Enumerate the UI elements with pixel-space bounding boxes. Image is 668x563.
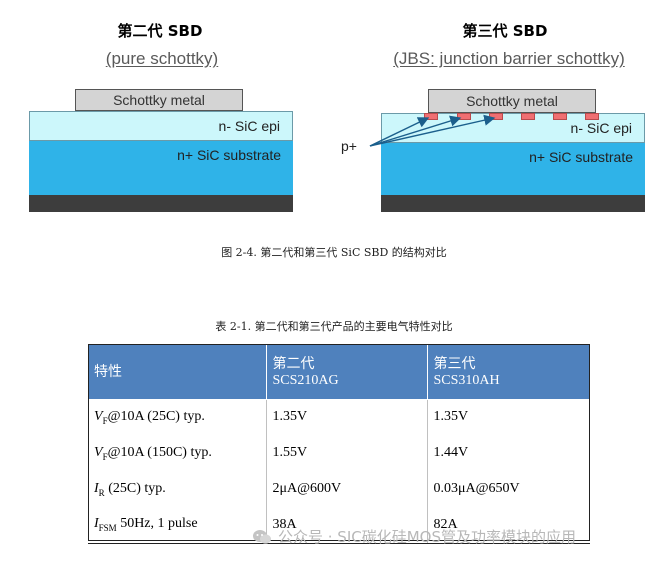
gen3-subtitle: (JBS: junction barrier schottky)	[393, 49, 625, 68]
pplus-arrow	[369, 115, 462, 147]
figure-caption: 图 2-4. 第二代和第三代 SiC SBD 的结构对比	[221, 246, 447, 259]
comparison-table: 特性 第二代 SCS210AG 第三代 SCS310AH VF@10A (25C…	[88, 344, 590, 544]
gen3-substrate-layer: n+ SiC substrate	[381, 143, 645, 195]
watermark-text: 公众号 · SIC碳化硅MOS管及功率模块的应用	[278, 528, 576, 546]
pplus-arrow	[369, 117, 430, 147]
watermark: 公众号 · SIC碳化硅MOS管及功率模块的应用	[252, 526, 576, 547]
wechat-icon	[253, 529, 271, 544]
gen3-schottky-metal: Schottky metal	[428, 89, 596, 113]
row-gen2-value: 1.55V	[266, 435, 428, 471]
header-gen3: 第三代 SCS310AH	[427, 344, 590, 400]
header-gen3-line1: 第三代	[433, 356, 476, 373]
pplus-arrow	[369, 114, 496, 147]
pplus-region	[585, 113, 599, 120]
param-symbol: I	[94, 480, 99, 496]
gen3-substrate-label: n+ SiC substrate	[529, 149, 633, 165]
row-characteristic: VF@10A (25C) typ.	[88, 399, 267, 435]
gen2-substrate-label: n+ SiC substrate	[177, 147, 281, 163]
param-subscript: R	[98, 487, 105, 498]
row-gen2-value: 2μA@600V	[266, 471, 428, 507]
gen2-title: 第二代 SBD	[117, 22, 203, 40]
param-symbol: V	[94, 444, 103, 460]
gen3-epi-label: n- SiC epi	[570, 120, 632, 136]
param-condition: @10A (25C) typ.	[107, 408, 205, 424]
gen2-backside-contact	[29, 195, 293, 212]
pplus-region	[424, 113, 438, 120]
row-gen3-value: 1.35V	[433, 409, 469, 425]
param-condition: (25C) typ.	[104, 480, 166, 496]
row-characteristic: VF@10A (150C) typ.	[88, 435, 267, 471]
table-row: IR (25C) typ. 2μA@600V 0.03μA@650V	[88, 471, 590, 507]
header-gen2: 第二代 SCS210AG	[266, 344, 428, 400]
param-subscript: FSM	[98, 523, 117, 534]
row-characteristic: IR (25C) typ.	[88, 471, 267, 507]
table-row: VF@10A (25C) typ. 1.35V 1.35V	[88, 399, 590, 435]
row-gen3-value: 0.03μA@650V	[433, 481, 520, 496]
gen2-substrate-layer: n+ SiC substrate	[29, 141, 293, 195]
header-characteristic-label: 特性	[94, 364, 122, 381]
row-gen2-value: 1.35V	[266, 399, 428, 435]
param-subscript: F	[102, 451, 108, 462]
gen2-epi-layer: n- SiC epi	[29, 111, 293, 141]
gen2-subtitle: (pure schottky)	[105, 49, 219, 68]
table-row: VF@10A (150C) typ. 1.55V 1.44V	[88, 435, 590, 471]
pplus-region	[553, 113, 567, 120]
table-caption: 表 2-1. 第二代和第三代产品的主要电气特性对比	[215, 320, 453, 333]
row-gen3-value: 82A	[427, 507, 590, 544]
row-gen3-value: 1.44V	[433, 445, 469, 460]
table-row: IFSM 50Hz, 1 pulse 38A 82A	[88, 507, 590, 544]
pplus-label: p+	[341, 138, 357, 154]
header-characteristic: 特性	[88, 344, 267, 400]
param-condition: @10A (150C) typ.	[107, 444, 212, 460]
param-symbol: V	[94, 408, 103, 424]
gen3-title: 第三代 SBD	[462, 22, 548, 40]
param-symbol: I	[94, 516, 99, 532]
gen2-schottky-metal: Schottky metal	[75, 89, 243, 111]
pplus-region	[521, 113, 535, 120]
header-gen2-line2: SCS210AG	[272, 373, 339, 389]
header-gen3-line2: SCS310AH	[433, 373, 500, 389]
gen3-backside-contact	[381, 195, 645, 212]
row-gen2-value: 38A	[266, 507, 428, 544]
gen2-epi-label: n- SiC epi	[218, 118, 280, 134]
param-subscript: F	[102, 415, 108, 426]
pplus-arrows	[369, 114, 496, 147]
row-characteristic: IFSM 50Hz, 1 pulse	[88, 507, 267, 544]
header-gen2-line1: 第二代	[272, 356, 315, 373]
table-header-row: 特性 第二代 SCS210AG 第三代 SCS310AH	[88, 344, 590, 400]
param-condition: 50Hz, 1 pulse	[116, 516, 198, 532]
